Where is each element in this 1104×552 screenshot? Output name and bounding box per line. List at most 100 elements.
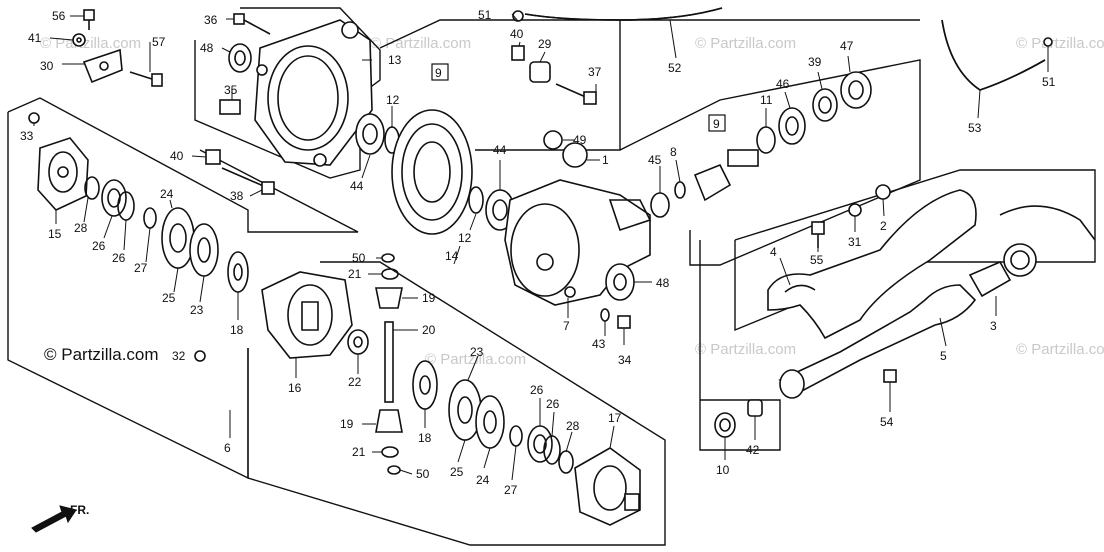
bolt-55 xyxy=(811,221,825,248)
oring-49 xyxy=(543,130,563,150)
callout-30: 30 xyxy=(40,59,54,73)
credit-text: © Partzilla.com xyxy=(44,345,159,364)
callout-19-lower: 19 xyxy=(340,417,354,431)
callout-box-9-pinion xyxy=(708,114,726,132)
callout-11: 11 xyxy=(760,93,773,107)
ring-gear-9 xyxy=(391,109,473,235)
bolt-57 xyxy=(129,71,163,87)
callout-21-lower: 21 xyxy=(352,445,366,459)
bolt-54 xyxy=(883,369,897,383)
callout-7: 7 xyxy=(563,319,570,333)
callout-26-lower-b: 26 xyxy=(546,397,560,411)
watermark: © Partzilla.com xyxy=(370,35,471,52)
pinion-19-upper xyxy=(375,287,403,309)
callout-26-b: 26 xyxy=(112,251,126,265)
bevel-gear-18-lower xyxy=(412,360,438,410)
frame-left-assembly xyxy=(7,97,359,233)
callout-9-pinion: 9 xyxy=(713,117,720,131)
watermark: © Partzilla.com xyxy=(695,35,796,52)
callout-34: 34 xyxy=(618,353,632,367)
callout-6: 6 xyxy=(224,441,231,455)
side-cover-17 xyxy=(574,447,641,526)
cam-gear-24-lower xyxy=(475,395,505,449)
frame-top-right xyxy=(379,19,920,49)
stud-38 xyxy=(221,167,275,195)
differential-case-16 xyxy=(261,271,353,359)
callout-17: 17 xyxy=(608,411,622,425)
callout-51-right: 51 xyxy=(1042,75,1056,89)
collar-29 xyxy=(529,61,551,83)
clip-51-left xyxy=(512,10,524,22)
seal-48-upper xyxy=(228,43,252,73)
callout-40: 40 xyxy=(170,149,184,163)
callout-19-upper: 19 xyxy=(422,291,436,305)
callout-24-lower: 24 xyxy=(476,473,490,487)
callout-46: 46 xyxy=(776,77,790,91)
bushing-22 xyxy=(347,329,369,355)
callout-box-9-ring xyxy=(431,63,449,81)
shim-28 xyxy=(84,176,100,200)
cap-42 xyxy=(747,399,763,417)
spring-50-upper xyxy=(381,253,395,263)
nut-40-left xyxy=(205,149,221,165)
frame-right-assembly xyxy=(734,169,1096,332)
shim-28-lower xyxy=(558,450,574,474)
cam-gear-23 xyxy=(189,223,219,277)
callout-48: 48 xyxy=(200,41,214,55)
washer-21-upper xyxy=(381,268,399,280)
callout-33: 33 xyxy=(20,129,34,143)
frame-edge xyxy=(999,205,1096,241)
bolt-37 xyxy=(555,83,597,105)
washer-43 xyxy=(600,308,610,322)
washer-41 xyxy=(72,33,86,47)
bearing-44-upper xyxy=(355,113,385,155)
shim-27 xyxy=(143,207,157,229)
bolt-7 xyxy=(564,286,576,298)
callout-28: 28 xyxy=(74,221,88,235)
front-direction-arrow xyxy=(31,505,77,533)
bevel-gear-18 xyxy=(227,251,249,293)
callout-21-upper: 21 xyxy=(348,267,362,281)
callout-25: 25 xyxy=(162,291,176,305)
callout-20: 20 xyxy=(422,323,436,337)
housing-cover-13 xyxy=(254,19,373,167)
callout-16: 16 xyxy=(288,381,302,395)
cam-gear-24 xyxy=(161,207,195,269)
callout-9-ring: 9 xyxy=(435,66,442,80)
watermark: © Partzilla.com xyxy=(695,341,796,358)
watermark: © Partzilla.com xyxy=(425,351,526,368)
callout-32: 32 xyxy=(172,349,186,363)
watermark: © Partzilla.com xyxy=(1016,341,1104,358)
seal-1 xyxy=(562,142,588,168)
leader-lines xyxy=(33,13,1049,481)
callout-40-top: 40 xyxy=(510,27,524,41)
callout-14: 14 xyxy=(445,249,459,263)
nut-40-top xyxy=(511,45,525,61)
spring-50-lower xyxy=(387,465,401,475)
nut-31 xyxy=(848,203,862,217)
bolt-56 xyxy=(83,9,95,30)
callout-31: 31 xyxy=(848,235,862,249)
shim-11 xyxy=(756,126,776,154)
pinion-19-lower xyxy=(375,409,403,433)
bearing-26 xyxy=(101,179,127,217)
boot-cover-4 xyxy=(767,189,977,340)
nut-39 xyxy=(812,88,838,122)
joint-3 xyxy=(968,260,1012,298)
pinion-gear-9 xyxy=(693,149,759,202)
bearing-46 xyxy=(778,107,806,145)
bracket-30 xyxy=(82,48,123,84)
callout-57: 57 xyxy=(152,35,166,49)
bolt-35 xyxy=(219,99,241,115)
callout-12-upper: 12 xyxy=(386,93,400,107)
seal-right xyxy=(1003,243,1037,277)
callout-labels: 56 41 30 57 36 48 35 13 40 38 12 44 9 12… xyxy=(20,8,1056,497)
callout-15: 15 xyxy=(48,227,62,241)
callout-13: 13 xyxy=(388,53,402,67)
shim-27-lower xyxy=(509,425,523,447)
bearing-26-lower xyxy=(527,425,553,463)
needle-bearing-10 xyxy=(714,412,736,438)
bolt-33 xyxy=(28,112,40,124)
